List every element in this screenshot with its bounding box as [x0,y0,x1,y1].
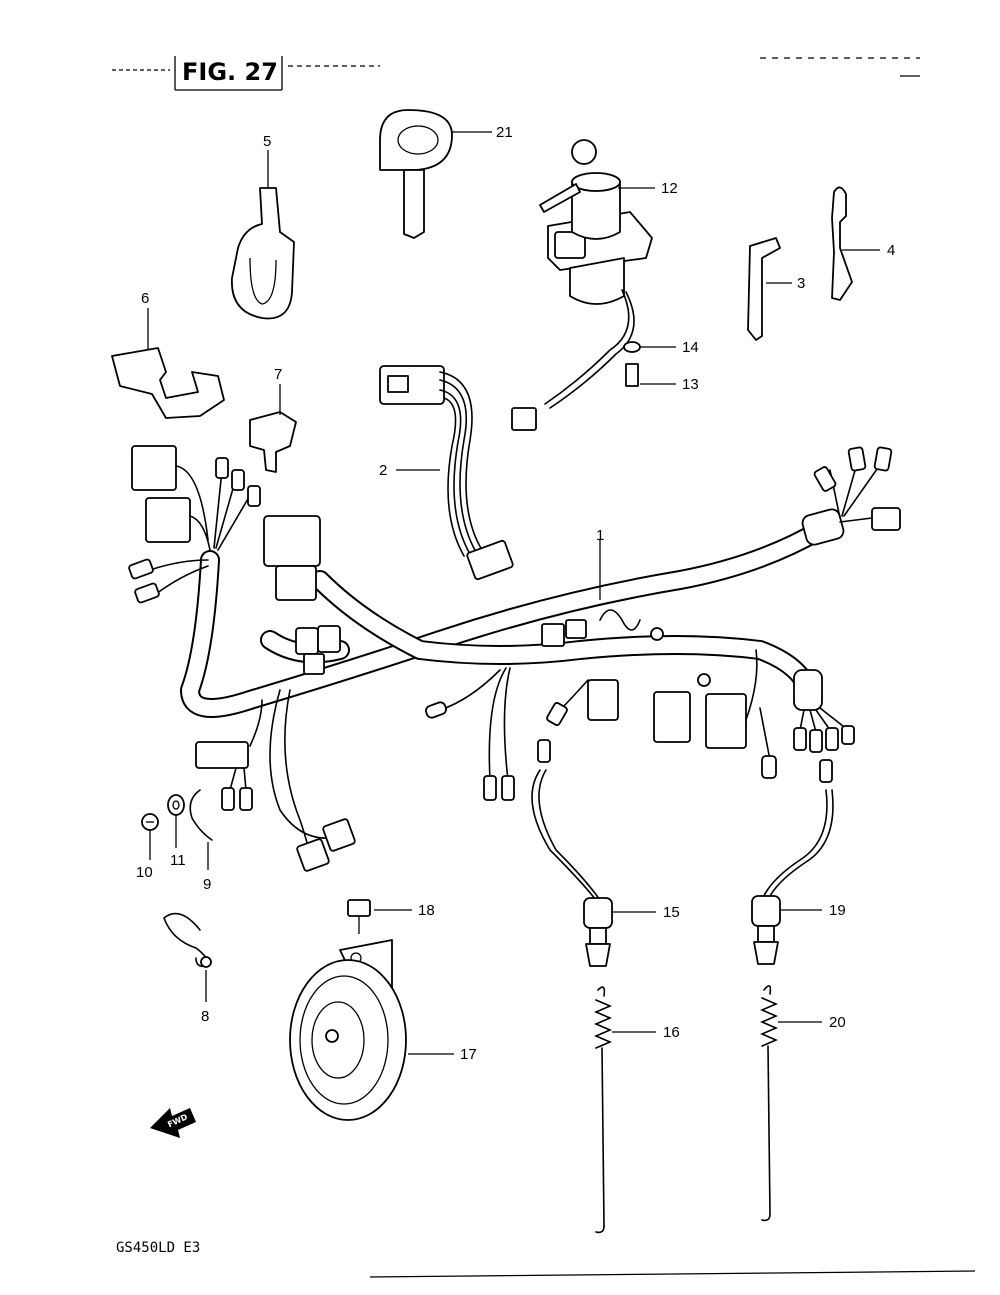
figure-title: FIG. 27 [182,58,278,86]
callout-1: 1 [596,527,604,544]
harness-clamp-6 [111,308,225,419]
washer-part-14 [623,341,676,353]
callout-3: 3 [797,275,805,292]
model-code: GS450LD E3 [116,1240,200,1256]
brake-switch-front [531,739,656,967]
callout-9: 9 [203,876,211,893]
clip-part-9 [189,789,213,870]
callout-20: 20 [829,1014,846,1031]
screw-part-10 [141,813,159,860]
clamp-tie [831,186,880,301]
bolt-part-18 [347,899,412,934]
callout-18: 18 [418,902,435,919]
callout-2: 2 [379,462,387,479]
callout-15: 15 [663,904,680,921]
key [379,109,492,239]
callout-7: 7 [274,366,282,383]
fwd-arrow-icon: FWD [150,1108,196,1138]
callout-16: 16 [663,1024,680,1041]
horn [289,939,454,1121]
callout-10: 10 [136,864,153,881]
callout-11: 11 [170,852,186,869]
sub-harness [379,365,514,581]
hook-part-8 [163,912,212,1002]
brake-spring-front [593,986,656,1234]
washer-part-11 [167,794,185,848]
callout-8: 8 [201,1008,209,1025]
brake-spring-rear [759,985,822,1222]
callout-12: 12 [661,180,678,197]
callout-5: 5 [263,133,271,150]
figure-header: FIG. 27 [112,56,920,91]
callout-13: 13 [682,376,699,393]
callout-17: 17 [460,1046,477,1063]
cable-band [747,237,792,341]
brake-switch-rear [751,759,834,965]
callout-19: 19 [829,902,846,919]
main-wiring-harness [128,445,901,872]
callout-6: 6 [141,290,149,307]
harness-clamp-7 [249,384,297,473]
ignition-switch [511,139,655,431]
bottom-rule [369,1270,976,1278]
callout-4: 4 [887,242,895,259]
callout-14: 14 [682,339,699,356]
callout-21: 21 [496,124,513,141]
harness-clamp-5 [231,150,295,320]
bolt-part-13 [625,363,676,387]
